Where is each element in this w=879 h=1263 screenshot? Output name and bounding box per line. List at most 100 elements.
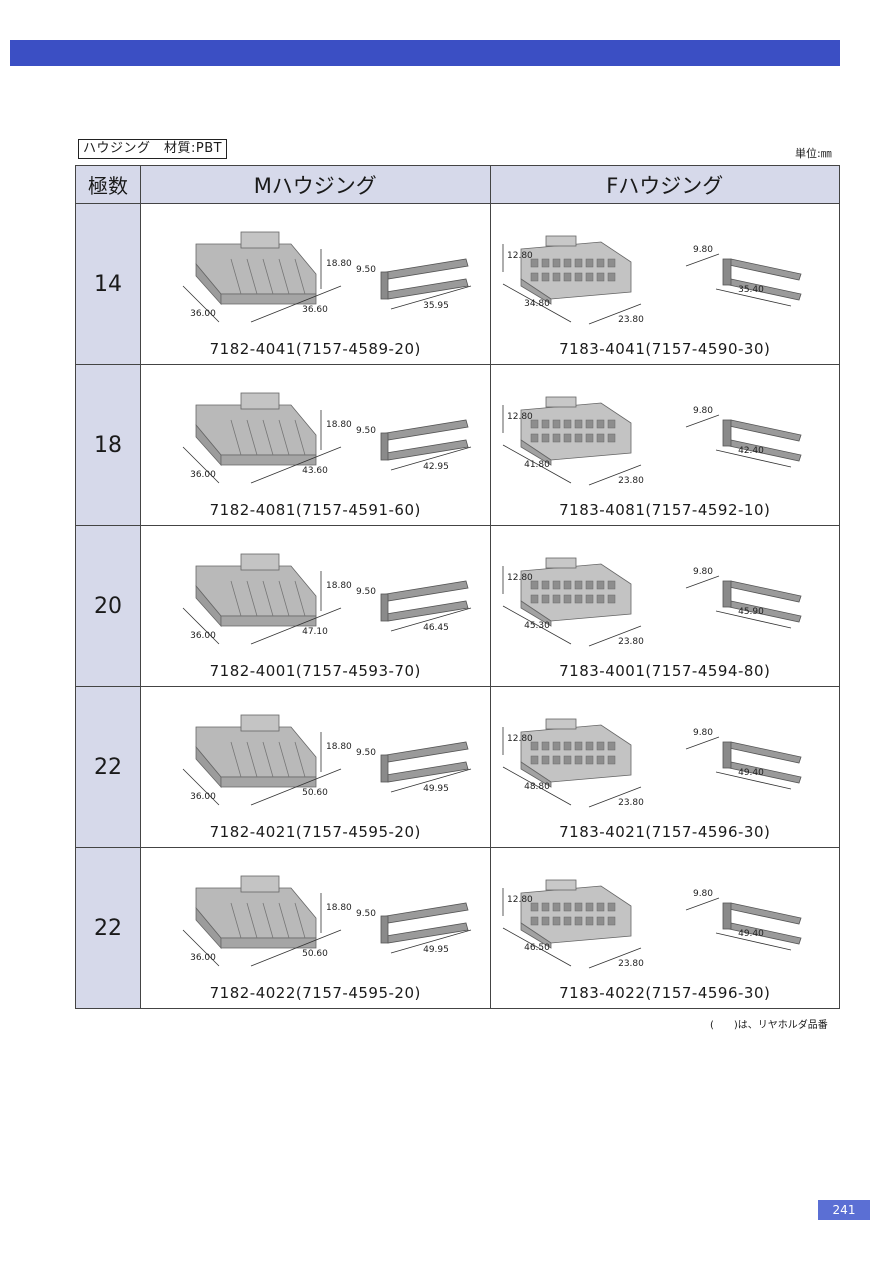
f-holder-length-dim-line: [715, 610, 791, 629]
m-depth-dim-line: [182, 285, 220, 323]
poles-header: 極数: [75, 165, 141, 204]
m-rear-holder-drawing: [380, 741, 469, 783]
m-height-dim: 18.80: [326, 420, 352, 430]
f-depth-dim-line: [588, 464, 641, 486]
m-depth-dim: 36.00: [190, 631, 216, 641]
m-height-dim: 18.80: [326, 259, 352, 269]
f-rear-holder-drawing: [722, 902, 802, 945]
f-holder-width-dim-line: [685, 897, 719, 911]
m-holder-length-dim-line: [390, 768, 472, 793]
m-holder-length-dim-line: [390, 929, 472, 954]
f-height-dim: 12.80: [507, 251, 533, 261]
m-housing-cell: 18.80 36.00 43.60 9.50 42.95 7182-4081(7157-4…: [140, 364, 491, 526]
f-part-number: 7183-4041(7157-4590-30): [559, 340, 771, 358]
m-depth-dim: 36.00: [190, 792, 216, 802]
top-banner: [10, 40, 840, 66]
m-depth-dim-line: [182, 929, 220, 967]
f-length-dim: 41.80: [524, 460, 550, 470]
pole-count: 20: [75, 525, 141, 687]
m-height-dim: 18.80: [326, 742, 352, 752]
m-depth-dim-line: [182, 768, 220, 806]
m-housing-header: Mハウジング: [140, 165, 491, 204]
f-holder-length-dim: 49.40: [738, 768, 764, 778]
f-rear-holder-drawing: [722, 419, 802, 462]
f-depth-dim: 23.80: [618, 476, 644, 486]
m-holder-width-dim: 9.50: [356, 909, 376, 919]
f-housing-drawing: [520, 879, 631, 949]
m-length-dim: 36.60: [302, 305, 328, 315]
f-length-dim-line: [502, 283, 571, 323]
housing-table: 極数 Mハウジング Fハウジング 14 18.80 36.00 36.60 9.50 35…: [75, 165, 840, 1009]
m-holder-length-dim-line: [390, 607, 472, 632]
f-length-dim-line: [502, 927, 571, 967]
f-housing-drawing: [520, 396, 631, 466]
m-height-dim: 18.80: [326, 581, 352, 591]
f-holder-width-dim-line: [685, 253, 719, 267]
f-part-number: 7183-4001(7157-4594-80): [559, 662, 771, 680]
f-holder-width-dim: 9.80: [692, 567, 712, 577]
m-housing-drawing: [195, 714, 317, 789]
m-holder-width-dim: 9.50: [356, 748, 376, 758]
m-depth-dim-line: [182, 446, 220, 484]
f-holder-width-dim-line: [685, 736, 719, 750]
m-holder-length-dim: 42.95: [423, 462, 449, 472]
f-holder-width-dim: 9.80: [692, 245, 712, 255]
f-holder-length-dim-line: [715, 932, 791, 951]
f-part-number: 7183-4021(7157-4596-30): [559, 823, 771, 841]
f-holder-length-dim-line: [715, 288, 791, 307]
f-rear-holder-drawing: [722, 258, 802, 301]
m-housing-drawing: [195, 875, 317, 950]
page-number: 241: [818, 1200, 870, 1220]
m-rear-holder-drawing: [380, 258, 469, 300]
f-height-dim: 12.80: [507, 573, 533, 583]
m-holder-width-dim: 9.50: [356, 426, 376, 436]
m-part-number: 7182-4081(7157-4591-60): [209, 501, 421, 519]
f-holder-length-dim: 49.40: [738, 929, 764, 939]
pole-count: 14: [75, 203, 141, 365]
f-length-dim: 46.50: [524, 943, 550, 953]
f-holder-width-dim-line: [685, 575, 719, 589]
f-housing-header: Fハウジング: [489, 165, 840, 204]
m-depth-dim: 36.00: [190, 309, 216, 319]
f-length-dim-line: [502, 605, 571, 645]
f-holder-width-dim: 9.80: [692, 728, 712, 738]
table-row: 18 18.80 36.00 43.60 9.50 42.95 7182-4081(7157…: [75, 364, 840, 526]
m-depth-dim-line: [182, 607, 220, 645]
m-rear-holder-drawing: [380, 580, 469, 622]
m-length-dim-line: [250, 446, 342, 484]
m-housing-drawing: [195, 553, 317, 628]
m-depth-dim: 36.00: [190, 953, 216, 963]
f-depth-dim-line: [588, 303, 641, 325]
m-drawing-area: 18.80 36.00 43.60 9.50 42.95: [182, 392, 472, 484]
m-holder-length-dim-line: [390, 446, 472, 471]
f-holder-width-dim: 9.80: [692, 406, 712, 416]
m-height-dim: 18.80: [326, 903, 352, 913]
m-depth-dim: 36.00: [190, 470, 216, 480]
f-holder-length-dim: 42.40: [738, 446, 764, 456]
f-housing-drawing: [520, 235, 631, 305]
f-holder-length-dim: 35.40: [738, 285, 764, 295]
f-height-dim: 12.80: [507, 734, 533, 744]
f-depth-dim-line: [588, 947, 641, 969]
footnote: ( )は、リヤホルダ品番: [710, 1020, 828, 1031]
m-housing-drawing: [195, 392, 317, 467]
pole-count: 18: [75, 364, 141, 526]
f-depth-dim: 23.80: [618, 959, 644, 969]
m-part-number: 7182-4021(7157-4595-20): [209, 823, 421, 841]
m-length-dim: 43.60: [302, 466, 328, 476]
